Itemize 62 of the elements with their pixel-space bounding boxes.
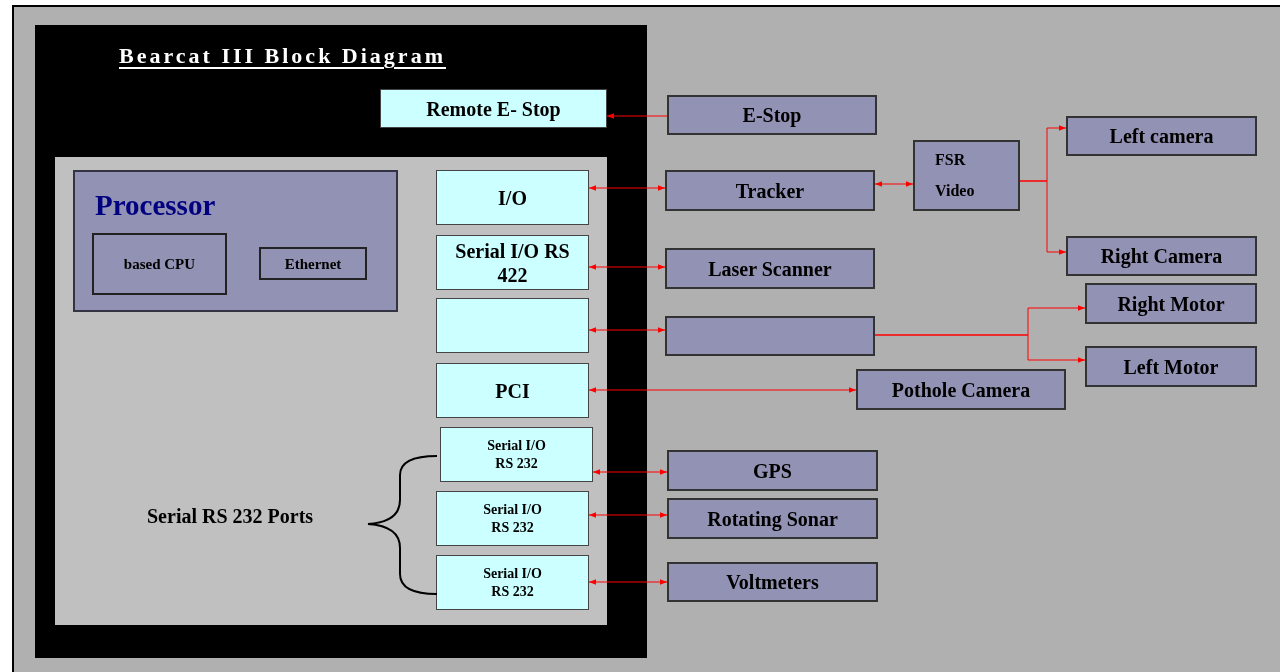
box-label: Pothole Camera — [891, 377, 1031, 403]
box-label: Serial I/O RS 422 — [454, 238, 571, 287]
device-box — [1066, 236, 1257, 276]
computer-panel — [55, 157, 607, 625]
system-panel — [35, 25, 647, 658]
component-box — [259, 247, 367, 280]
box-label: Serial I/O RS 232 — [486, 436, 547, 473]
box-label: PCI — [494, 378, 531, 403]
box-label: FSR — [935, 150, 967, 170]
device-box — [1085, 346, 1257, 387]
box-label: Right Camera — [1100, 244, 1223, 270]
interface-box — [436, 298, 589, 353]
device-box — [1066, 116, 1257, 156]
device-box — [667, 498, 878, 539]
interface-box — [380, 89, 607, 128]
connector-arrow — [874, 181, 914, 187]
box-label: Remote E- Stop — [425, 96, 562, 121]
device-box — [667, 450, 878, 491]
processor-box — [73, 170, 398, 312]
interface-box — [436, 491, 589, 546]
box-label: I/O — [497, 185, 528, 210]
interface-box — [436, 170, 589, 225]
box-label: Left Motor — [1123, 354, 1219, 380]
diagram-title: Bearcat III Block Diagram — [119, 42, 446, 70]
device-box — [665, 316, 875, 356]
processor-title: Processor — [95, 188, 216, 223]
connector-arrow — [588, 579, 668, 585]
box-label: Right Motor — [1117, 291, 1225, 318]
box-label: Rotating Sonar — [707, 506, 838, 533]
connector-arrow — [1019, 180, 1067, 255]
box-label: E-Stop — [742, 103, 802, 129]
device-box — [856, 369, 1066, 410]
device-box — [1085, 283, 1257, 324]
device-box — [667, 562, 878, 602]
connector-arrow — [606, 113, 668, 119]
video-box — [913, 140, 1020, 211]
component-box — [92, 233, 227, 295]
box-label: Voltmeters — [726, 570, 819, 595]
connector-arrow — [588, 387, 857, 393]
box-label: based CPU — [123, 255, 196, 274]
interface-box — [436, 363, 589, 418]
box-label: Serial I/O RS 232 — [482, 564, 543, 601]
ports-label: Serial RS 232 Ports — [147, 504, 314, 529]
connector-arrow — [874, 334, 1086, 363]
device-box — [667, 95, 877, 135]
box-label: Video — [935, 181, 976, 201]
box-label: Tracker — [735, 178, 805, 204]
box-label: Left camera — [1109, 124, 1214, 149]
device-box — [665, 170, 875, 211]
interface-box — [436, 555, 589, 610]
connector-arrow — [588, 327, 666, 333]
connector-arrow — [588, 185, 666, 191]
box-label: Ethernet — [284, 254, 342, 274]
box-label: Laser Scanner — [708, 256, 832, 282]
device-box — [665, 248, 875, 289]
connector-arrow — [588, 264, 666, 270]
connector-arrow — [592, 469, 668, 475]
connector-arrow — [588, 512, 668, 518]
interface-box — [436, 235, 589, 290]
interface-box — [440, 427, 593, 482]
box-label: Serial I/O RS 232 — [482, 500, 543, 537]
box-label: GPS — [753, 458, 792, 484]
